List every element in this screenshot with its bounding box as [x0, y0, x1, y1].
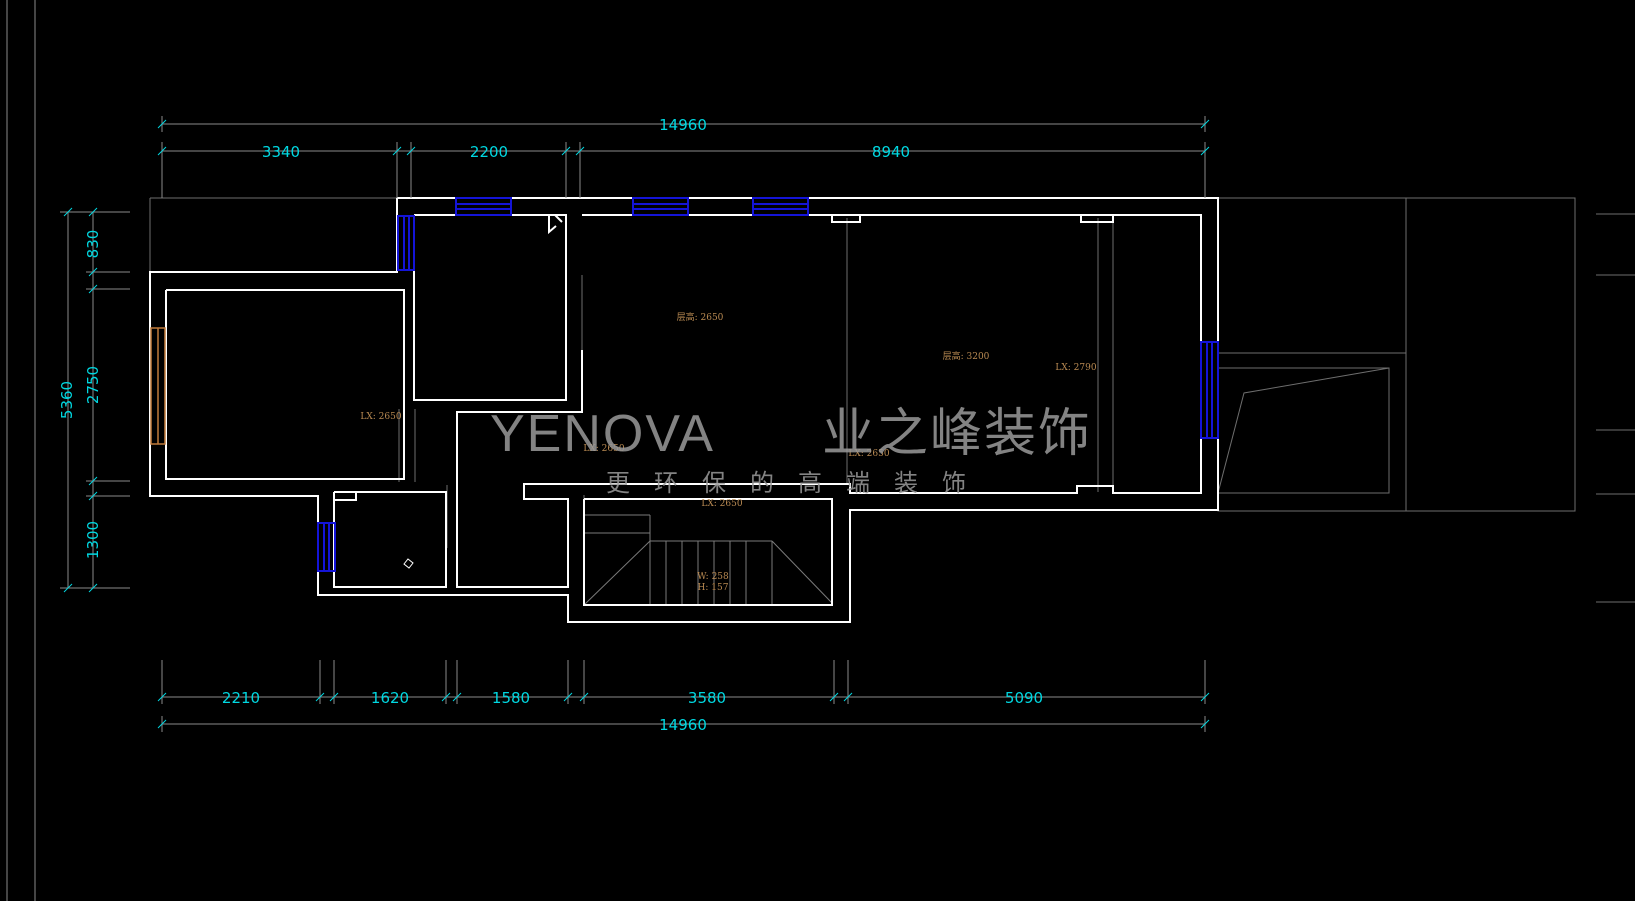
note-height-a: 层高: 2650	[677, 311, 724, 323]
note-lx-2: LX: 2650	[583, 444, 624, 454]
window-east	[1200, 341, 1219, 439]
window-north-3	[752, 197, 809, 216]
dim-bottom-seg-4: 3580	[688, 689, 726, 707]
dimension-labels: 14960 3340 2200 8940 2210 1620 1580 3580…	[58, 116, 1043, 734]
dim-top-seg-1: 3340	[262, 143, 300, 161]
dimension-lines	[60, 116, 1206, 732]
doors	[150, 327, 166, 445]
adjacent-structures	[149, 197, 1635, 605]
dim-left-seg-3: 1300	[84, 521, 102, 559]
staircase	[583, 514, 833, 606]
dim-top-total: 14960	[659, 116, 707, 134]
dim-bottom-seg-2: 1620	[371, 689, 409, 707]
viewport-frame	[6, 0, 36, 901]
note-lx-4: LX: 2650	[701, 499, 742, 509]
room-annotations: 层高: 2650 层高: 3200 LX: 2650 LX: 2650 LX: …	[360, 311, 1096, 593]
dim-left-total: 5360	[58, 381, 76, 419]
dim-bottom-seg-1: 2210	[222, 689, 260, 707]
dim-left-seg-2: 2750	[84, 366, 102, 404]
dim-top-seg-3: 8940	[872, 143, 910, 161]
note-lx-1: LX: 2650	[360, 412, 401, 422]
window-north-1	[455, 197, 512, 216]
windows	[317, 197, 1219, 572]
window-west-lower	[317, 522, 336, 572]
watermark-brand-cn: 业之峰装饰	[822, 405, 1092, 463]
note-height-b: 层高: 3200	[943, 350, 990, 362]
walls	[149, 197, 1219, 623]
watermark-slogan: 更环保的高端装饰	[606, 469, 990, 497]
brand-watermark: YENOVA 业之峰装饰 更环保的高端装饰	[490, 405, 1092, 497]
dim-top-seg-2: 2200	[470, 143, 508, 161]
dimension-ticks	[63, 119, 1210, 729]
dim-left-seg-1: 830	[84, 230, 102, 259]
dim-bottom-seg-5: 5090	[1005, 689, 1043, 707]
fixture	[403, 558, 414, 569]
window-west-upper	[397, 215, 415, 271]
note-lx-3: LX: 2650	[848, 449, 889, 459]
dim-bottom-total: 14960	[659, 716, 707, 734]
note-lx-5: LX: 2790	[1055, 363, 1096, 373]
window-north-2	[632, 197, 689, 216]
note-stair-w: W: 258	[697, 572, 729, 582]
dim-bottom-seg-3: 1580	[492, 689, 530, 707]
watermark-brand-latin: YENOVA	[490, 405, 715, 463]
note-stair-h: H: 157	[698, 583, 729, 593]
